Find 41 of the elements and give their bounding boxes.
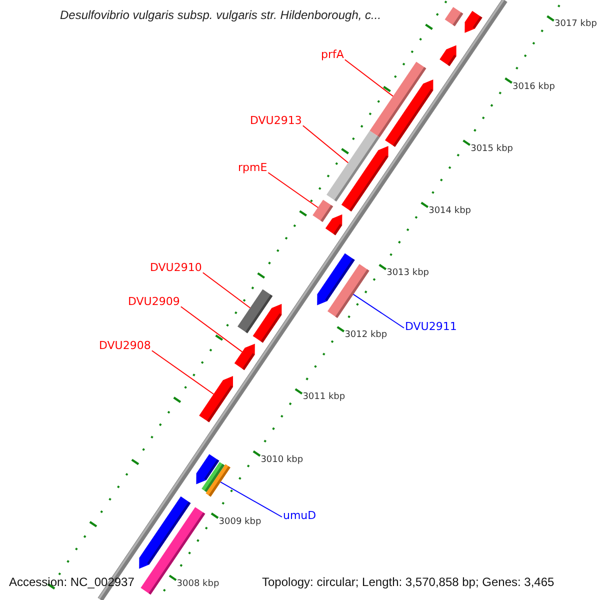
scale-label: 3013 kbp: [386, 268, 429, 278]
gene-feature: [199, 376, 233, 422]
gene-label: DVU2908: [99, 340, 151, 353]
scale-label: 3011 kbp: [302, 392, 346, 403]
gene-block: [444, 7, 464, 26]
scale-label: 3012 kbp: [344, 330, 388, 341]
leader-line: [352, 294, 404, 328]
scale-label: 3017 kbp: [554, 19, 597, 30]
gene-feature: [234, 344, 255, 370]
accession-text: Accession: NC_002937: [9, 576, 134, 590]
gene-label: umuD: [283, 510, 316, 523]
leader-line: [344, 59, 394, 97]
gene-feature: [385, 80, 434, 147]
gene-block: [206, 464, 230, 497]
leader-line: [202, 272, 251, 308]
leader-line: [220, 482, 282, 518]
gene-label: DVU2913: [250, 115, 302, 128]
gene-feature: [252, 304, 282, 343]
gene-label: prfA: [321, 49, 344, 62]
scale-label: 3015 kbp: [470, 144, 513, 154]
scale-label: 3009 kbp: [218, 516, 262, 528]
leader-line: [268, 172, 318, 208]
scale-label: 3010 kbp: [260, 454, 304, 465]
genome-stats-text: Topology: circular; Length: 3,570,858 bp; Genes: 3,465: [262, 576, 554, 590]
gene-feature: [325, 214, 342, 236]
gene-label: DVU2911: [405, 321, 457, 334]
leader-line: [180, 306, 243, 352]
gene-block: [312, 200, 334, 222]
scale-label: 3016 kbp: [512, 82, 555, 92]
gene-feature: [440, 45, 456, 66]
scale-label: 3014 kbp: [428, 206, 471, 216]
leader-line: [302, 125, 349, 164]
leader-line: [151, 350, 214, 395]
gene-block: [328, 264, 370, 318]
gene-label: DVU2909: [128, 296, 180, 309]
genome-title: Desulfovibrio vulgaris subsp. vulgaris str. Hildenborough, c...: [60, 9, 382, 23]
scale-label: 3008 kbp: [176, 578, 220, 590]
gene-feature: [464, 10, 482, 33]
gene-feature: [341, 146, 388, 212]
gene-label: DVU2910: [150, 262, 202, 275]
gene-label: rpmE: [238, 162, 268, 175]
